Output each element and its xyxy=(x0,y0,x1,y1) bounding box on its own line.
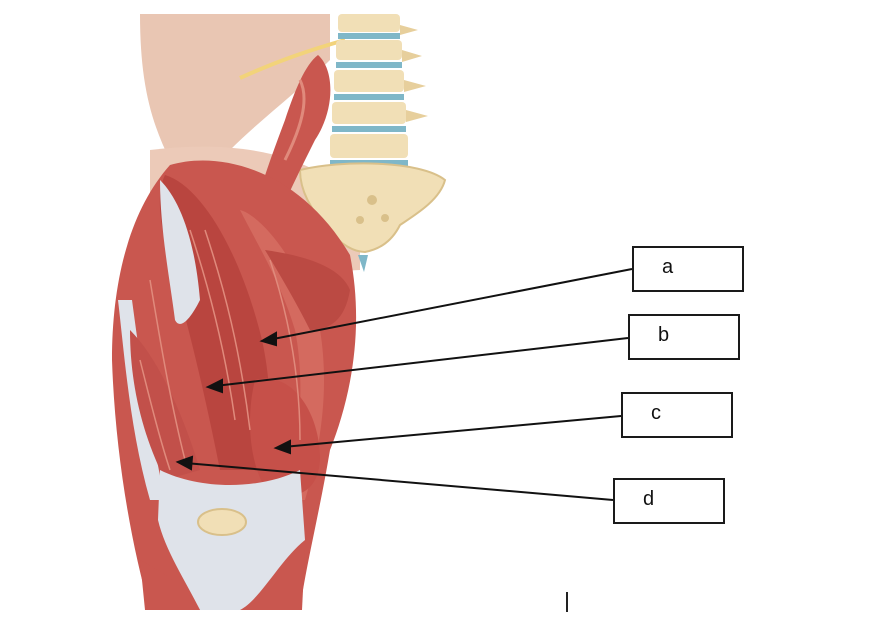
leader-line-d xyxy=(184,462,614,501)
label-b-text: b xyxy=(658,324,670,346)
rectus-tendon xyxy=(160,180,200,324)
coccyx xyxy=(358,255,368,272)
arrowhead-c xyxy=(273,439,291,455)
torso-skin xyxy=(140,14,330,160)
vastus-medialis xyxy=(250,378,320,497)
adductor-group xyxy=(265,250,350,330)
nerve xyxy=(239,38,346,80)
arrowhead-b xyxy=(205,378,223,394)
leader-lines xyxy=(175,268,633,501)
lower-leg-muscle-medial xyxy=(255,550,305,610)
label-box-d[interactable]: d xyxy=(613,478,725,524)
lower-leg-muscle xyxy=(140,560,200,610)
lumbar-spine xyxy=(330,14,428,166)
quadriceps-tendon xyxy=(158,470,305,610)
text-cursor-mark xyxy=(566,592,568,612)
leader-line-a xyxy=(267,268,633,341)
label-c-text: c xyxy=(651,402,661,424)
leader-line-b xyxy=(214,337,629,387)
label-box-a[interactable]: a xyxy=(632,246,744,292)
leader-line-c xyxy=(282,415,622,448)
label-a-text: a xyxy=(662,256,674,278)
muscle-fibers xyxy=(139,229,301,471)
vastus-lateralis xyxy=(130,330,200,480)
arrowhead-d xyxy=(175,455,194,471)
label-box-b[interactable]: b xyxy=(628,314,740,360)
arrowhead-a xyxy=(259,331,277,347)
label-box-c[interactable]: c xyxy=(621,392,733,438)
label-d-text: d xyxy=(643,488,655,510)
patella xyxy=(197,508,247,536)
